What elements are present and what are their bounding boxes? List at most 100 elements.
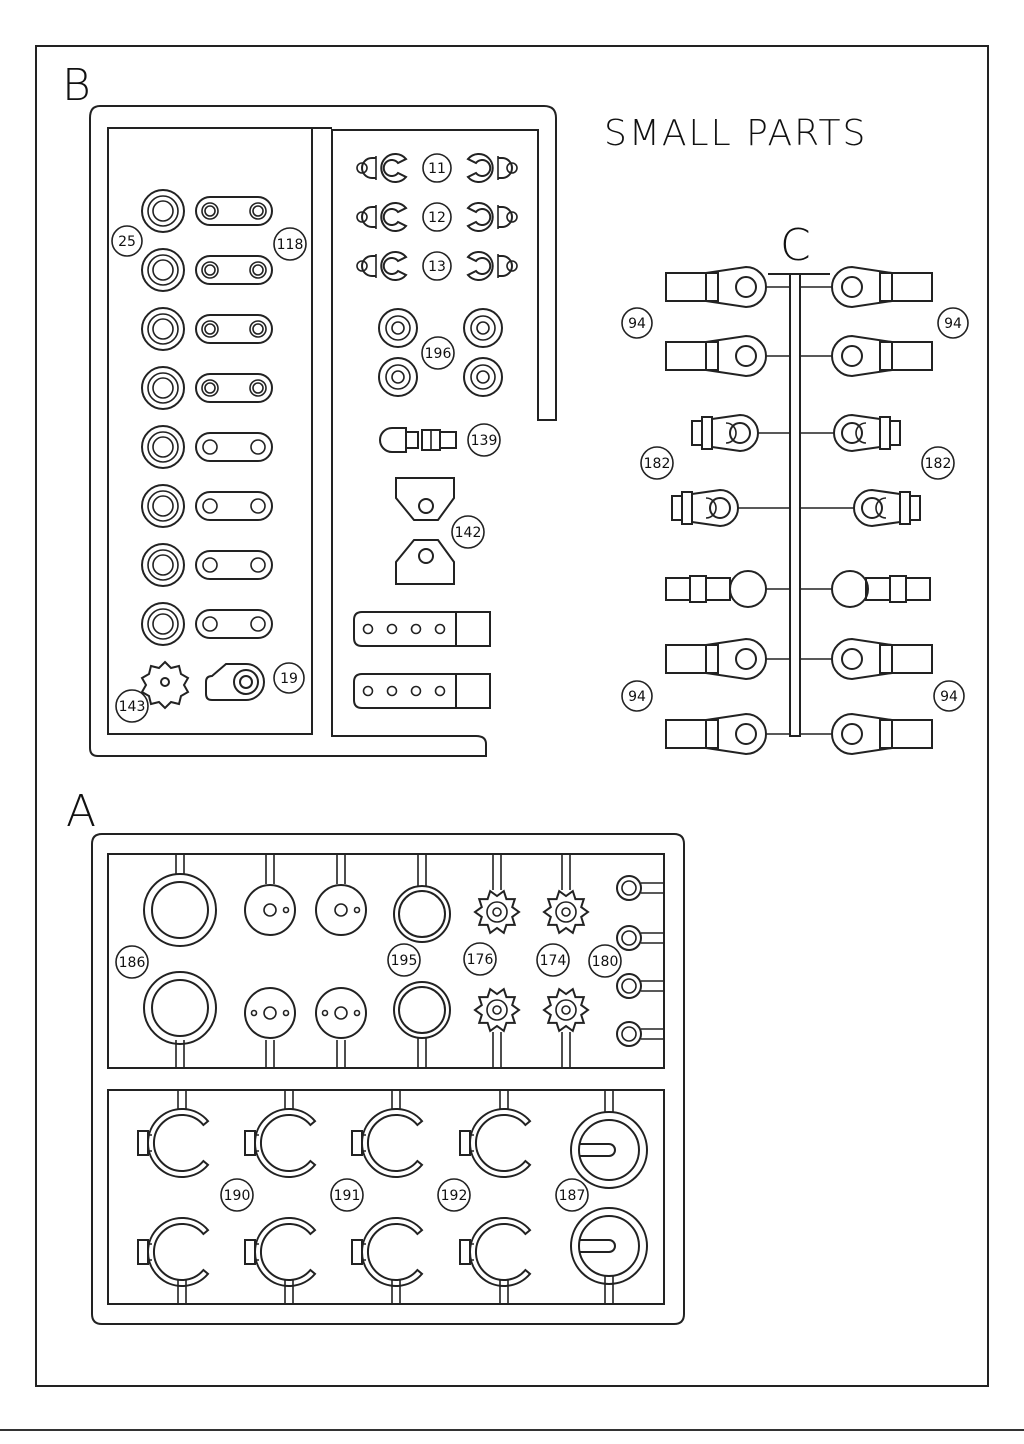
callout-94-b: 94	[937, 307, 969, 339]
svg-text:94: 94	[940, 689, 958, 705]
callout-11: 11	[422, 153, 452, 183]
svg-text:139: 139	[471, 433, 498, 449]
ring-and-link-3	[141, 307, 273, 351]
disc-4	[315, 987, 367, 1068]
turnbuckle-left-1	[691, 413, 790, 453]
c-ring-4	[459, 1090, 532, 1178]
clip-pair-1	[356, 153, 518, 183]
sprue-b-frame	[89, 105, 557, 757]
part-139	[379, 427, 457, 453]
gear-2	[542, 854, 590, 935]
svg-text:196: 196	[425, 346, 452, 362]
callout-187: 187	[555, 1178, 589, 1212]
svg-text:174: 174	[540, 953, 567, 969]
callout-94-a: 94	[621, 307, 653, 339]
sprue-b-ring-column	[141, 189, 273, 646]
callout-139: 139	[467, 423, 501, 457]
ring-and-link-7	[141, 543, 273, 587]
rod-end-right-4	[800, 712, 933, 756]
callout-182-b: 182	[921, 446, 955, 480]
svg-text:190: 190	[224, 1188, 251, 1204]
gear-4	[542, 987, 590, 1068]
small-ring-2	[616, 925, 664, 951]
callout-19: 19	[273, 662, 305, 694]
part-142	[395, 477, 455, 585]
ring-and-link-5	[141, 425, 273, 469]
callout-182-a: 182	[640, 446, 674, 480]
sprue-a-upper-parts	[143, 854, 664, 1068]
ring-and-link-1	[141, 189, 273, 233]
callout-180: 180	[588, 944, 622, 978]
turnbuckle-right-2	[800, 488, 921, 528]
c-ring-7	[351, 1217, 424, 1304]
wheel-large-2	[143, 971, 217, 1068]
page-border	[35, 45, 989, 1387]
svg-text:195: 195	[391, 953, 418, 969]
gear-3	[473, 987, 521, 1068]
ring-and-link-6	[141, 484, 273, 528]
page-title: SMALL PARTS	[604, 113, 867, 154]
turnbuckle-right-1	[800, 413, 901, 453]
callout-118: 118	[273, 227, 307, 261]
svg-text:118: 118	[277, 237, 304, 253]
c-ring-1	[137, 1090, 210, 1178]
svg-text:94: 94	[628, 689, 646, 705]
sprue-a-upper-panel	[107, 853, 665, 1069]
part-143	[140, 660, 190, 710]
small-ring-3	[616, 973, 664, 999]
sprue-a-frame	[91, 833, 685, 1325]
small-ring-1	[616, 875, 664, 901]
callout-186: 186	[115, 945, 149, 979]
callout-143: 143	[115, 689, 149, 723]
callout-191: 191	[330, 1178, 364, 1212]
sprue-b: B	[62, 60, 557, 757]
svg-text:143: 143	[119, 699, 146, 715]
clip-pair-2	[356, 202, 518, 232]
rod-end-left-2	[665, 334, 790, 378]
rod-end-left-1	[665, 265, 790, 309]
sprue-b-left-panel	[107, 127, 313, 735]
gear-1	[473, 854, 521, 935]
svg-text:11: 11	[428, 161, 446, 177]
callout-94-c: 94	[621, 680, 653, 712]
svg-text:142: 142	[455, 525, 482, 541]
callout-195: 195	[387, 943, 421, 977]
ring-and-link-8	[141, 602, 273, 646]
ball-joint-right	[800, 570, 931, 608]
rod-end-right-1	[800, 265, 933, 309]
callout-176: 176	[463, 942, 497, 976]
tyre-2	[393, 981, 451, 1068]
sprue-a: A 186 195 176 174 180 190 191 192 187	[66, 786, 685, 1325]
callout-25: 25	[111, 225, 143, 257]
svg-text:19: 19	[280, 671, 298, 687]
sprue-letter-a: A	[66, 786, 96, 837]
wheel-large-1	[143, 854, 217, 947]
part-19	[205, 663, 265, 701]
callout-94-d: 94	[933, 680, 965, 712]
callout-12: 12	[422, 202, 452, 232]
c-ring-5	[137, 1217, 210, 1304]
callout-142: 142	[451, 515, 485, 549]
tyre-1	[393, 854, 451, 943]
sprue-a-lower-parts	[137, 1090, 648, 1304]
svg-text:186: 186	[119, 955, 146, 971]
svg-text:12: 12	[428, 210, 446, 226]
svg-text:94: 94	[628, 316, 646, 332]
ring-and-link-4	[141, 366, 273, 410]
svg-text:182: 182	[644, 456, 671, 472]
c-ring-6	[244, 1217, 317, 1304]
sprue-a-lower-panel	[107, 1089, 665, 1305]
rod-end-right-3	[800, 637, 933, 681]
slotted-disc-2	[570, 1207, 648, 1304]
svg-text:94: 94	[944, 316, 962, 332]
callout-190: 190	[220, 1178, 254, 1212]
rod-end-left-3	[665, 637, 790, 681]
svg-text:180: 180	[592, 954, 619, 970]
svg-text:176: 176	[467, 952, 494, 968]
callout-174: 174	[536, 943, 570, 977]
svg-text:191: 191	[334, 1188, 361, 1204]
svg-text:13: 13	[428, 259, 446, 275]
rod-end-right-2	[800, 334, 933, 378]
sprue-letter-c: C	[780, 220, 811, 271]
